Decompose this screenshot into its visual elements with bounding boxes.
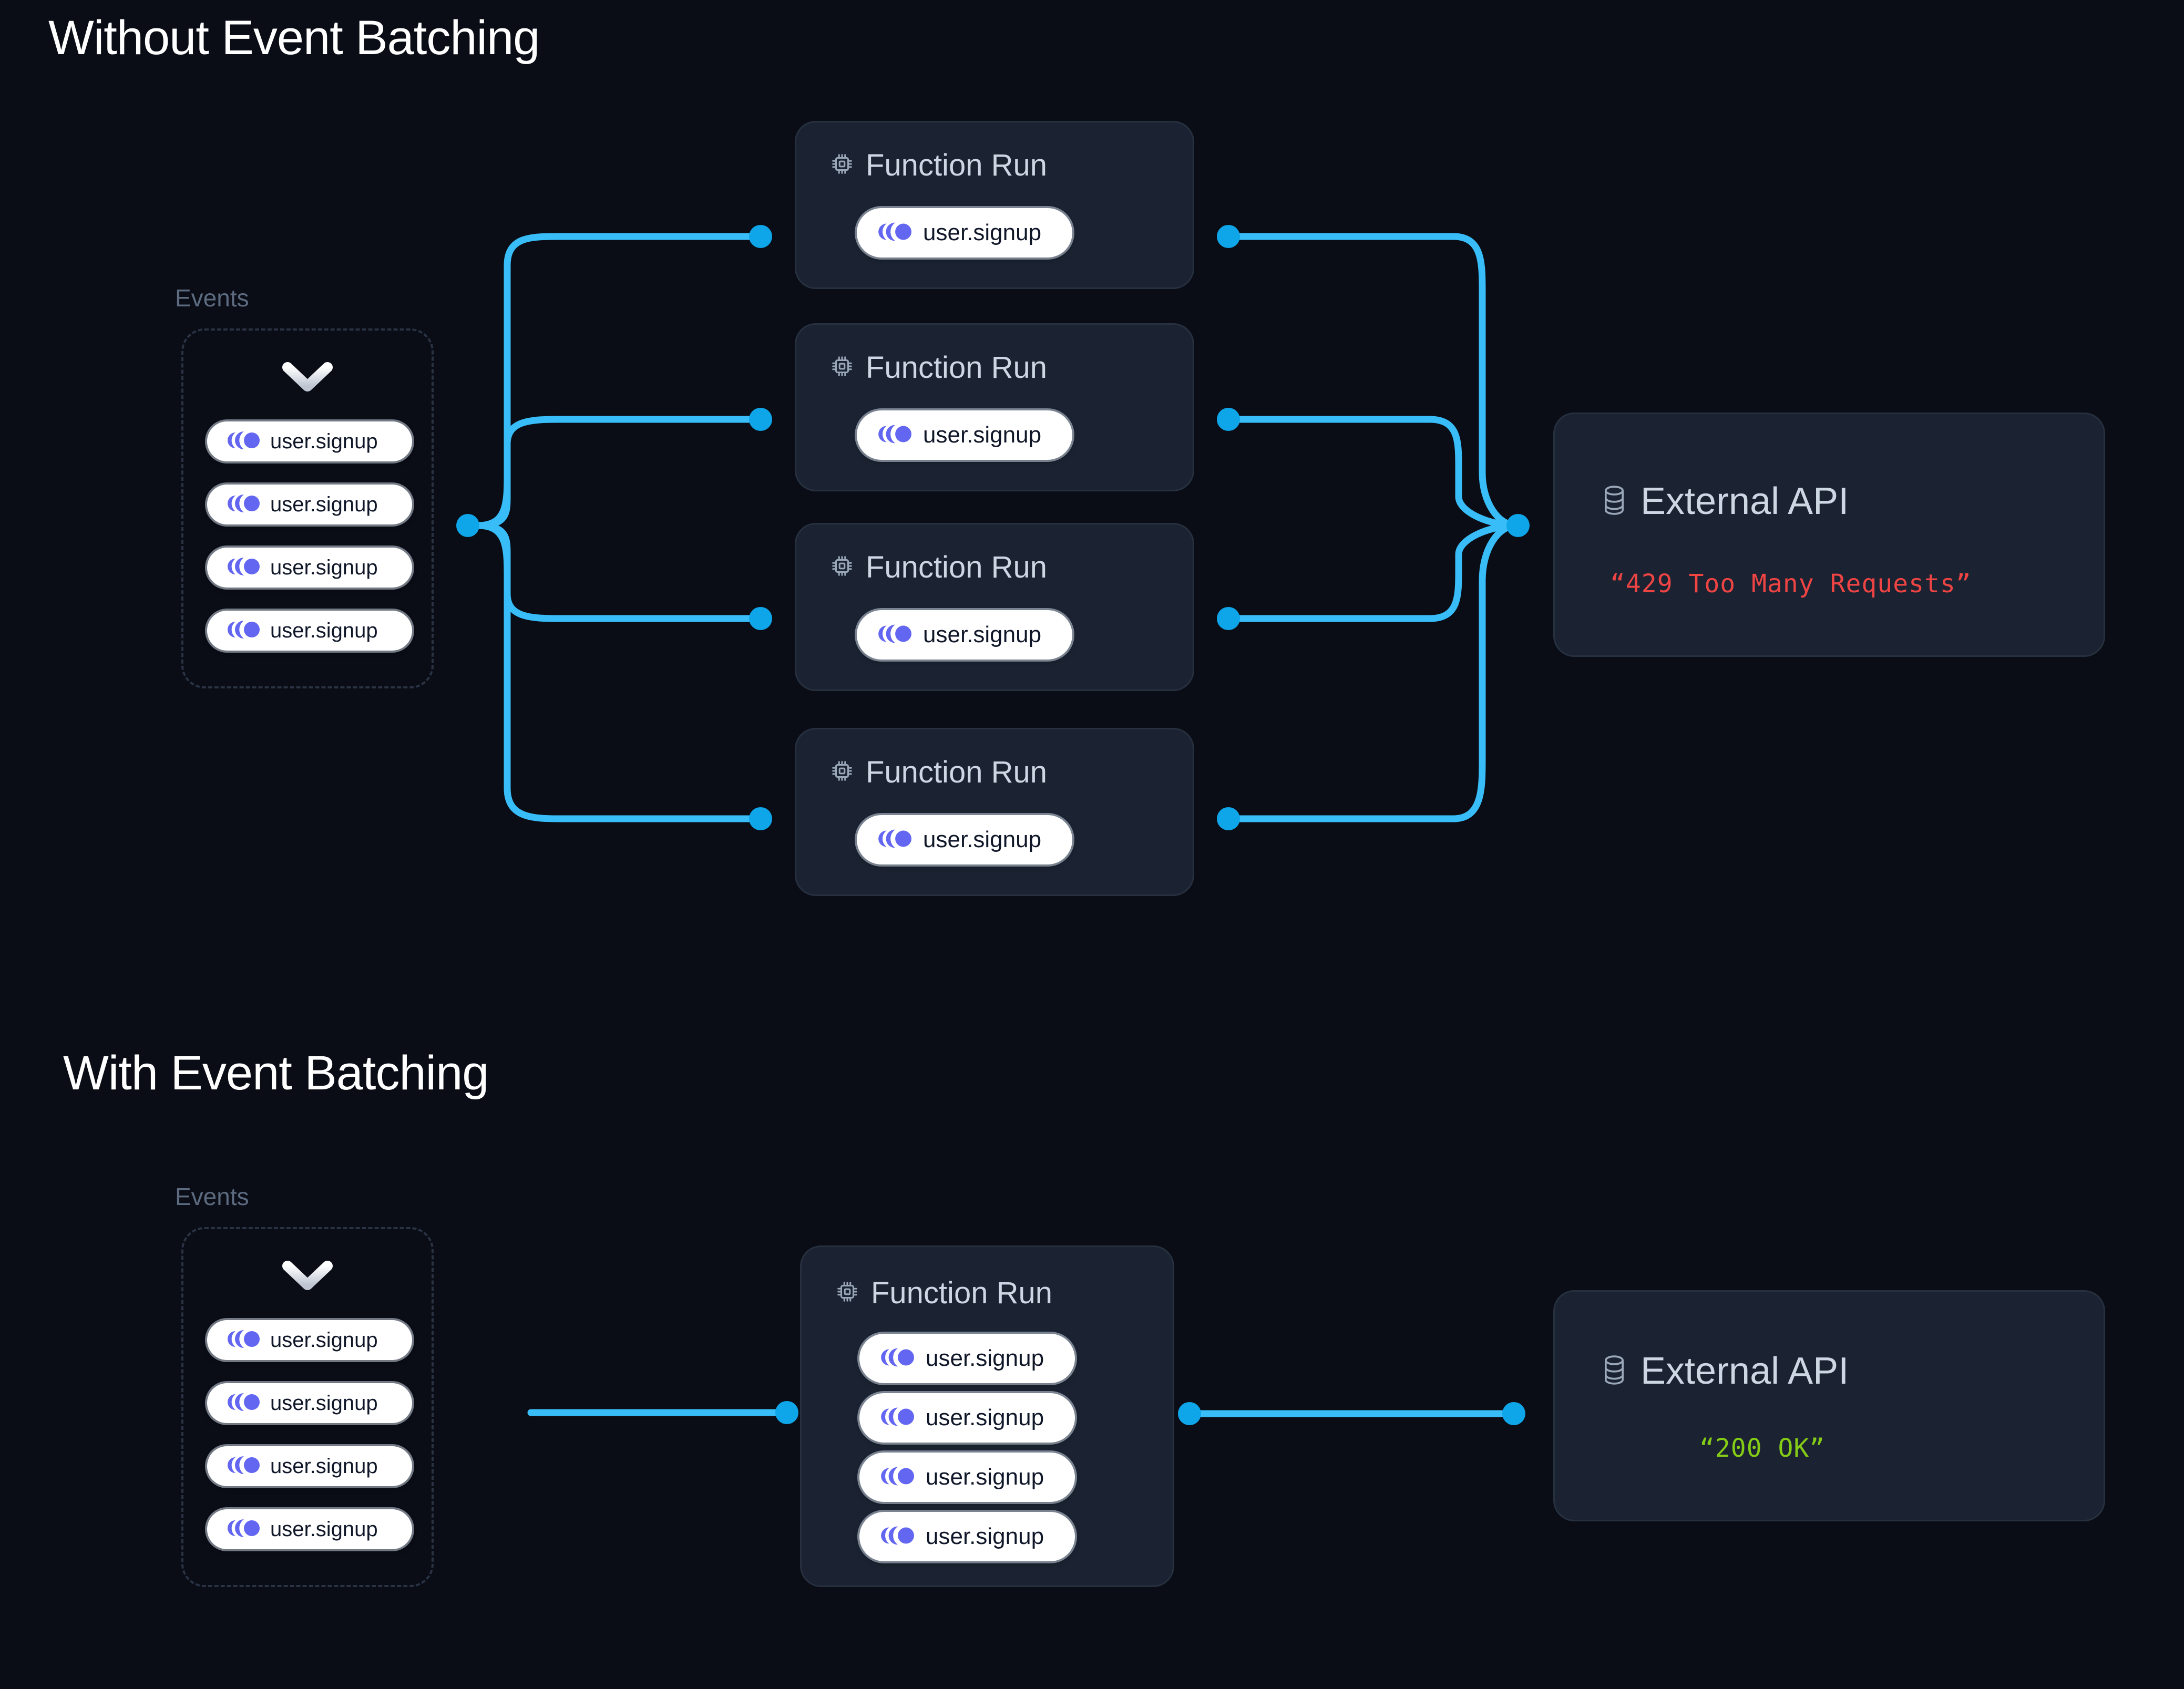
function-run-card[interactable]: Function Run user.signup [795, 523, 1194, 691]
function-run-card[interactable]: Function Run user.signup user.signup [800, 1245, 1174, 1587]
wire-endpoint-dot [749, 225, 772, 248]
function-run-card[interactable]: Function Run user.signup [795, 728, 1194, 896]
cpu-chip-icon [830, 759, 854, 786]
events-caption-top: Events [175, 284, 249, 312]
external-api-card[interactable]: External API “200 OK” [1553, 1290, 2105, 1521]
external-api-title: External API [1640, 1350, 1849, 1392]
event-pulse-icon [225, 618, 260, 644]
event-pill[interactable]: user.signup [207, 485, 412, 524]
function-run-header: Function Run [830, 550, 1047, 585]
wire-endpoint-dot [1217, 607, 1240, 630]
event-pill-label: user.signup [926, 1405, 1044, 1430]
events-group-top: user.signup user.signup user.signup [181, 328, 434, 688]
function-run-header: Function Run [830, 755, 1047, 790]
event-pulse-icon [225, 1327, 260, 1353]
event-pill-label: user.signup [926, 1464, 1044, 1490]
event-pill[interactable]: user.signup [859, 1512, 1075, 1561]
event-pulse-icon [225, 1454, 260, 1479]
function-run-title: Function Run [866, 755, 1047, 789]
event-pill[interactable]: user.signup [857, 208, 1072, 258]
event-pill-label: user.signup [923, 220, 1042, 245]
event-pulse-icon [225, 1517, 260, 1542]
event-pill-label: user.signup [270, 1454, 378, 1478]
function-run-title: Function Run [866, 148, 1047, 182]
wire-endpoint-dot [1502, 1402, 1525, 1425]
chevron-down-icon [282, 1260, 333, 1295]
event-pill-label: user.signup [923, 827, 1042, 852]
event-pill[interactable]: user.signup [207, 548, 412, 588]
event-pulse-icon [876, 827, 911, 853]
cpu-chip-icon [830, 152, 854, 179]
wire-endpoint-dot [1178, 1402, 1201, 1425]
event-pill-label: user.signup [270, 429, 378, 453]
function-run-title: Function Run [866, 351, 1047, 385]
event-pill[interactable]: user.signup [857, 610, 1072, 660]
event-pill-label: user.signup [270, 1328, 378, 1352]
status-badge: “200 OK” [1699, 1434, 1826, 1463]
cpu-chip-icon [830, 554, 854, 581]
event-pulse-icon [878, 1523, 914, 1550]
event-pill[interactable]: user.signup [207, 1320, 412, 1360]
event-pulse-icon [878, 1405, 914, 1431]
function-run-title: Function Run [866, 550, 1047, 584]
event-pulse-icon [225, 492, 260, 518]
event-pulse-icon [225, 555, 260, 581]
event-pill[interactable]: user.signup [859, 1393, 1075, 1443]
event-pill-label: user.signup [270, 555, 378, 579]
event-pill-label: user.signup [923, 422, 1042, 448]
wire-endpoint-dot [1217, 408, 1240, 431]
event-pill[interactable]: user.signup [207, 1446, 412, 1486]
event-pill[interactable]: user.signup [207, 421, 412, 461]
wire-endpoint-dot [1217, 807, 1240, 830]
function-run-header: Function Run [830, 148, 1047, 183]
wire-endpoint-dot [749, 607, 772, 630]
wire-endpoint-dot [775, 1401, 798, 1424]
event-pulse-icon [225, 429, 260, 455]
event-pill[interactable]: user.signup [857, 815, 1072, 864]
function-run-card[interactable]: Function Run user.signup [795, 323, 1194, 491]
event-pill-label: user.signup [270, 619, 378, 642]
wire-endpoint-dot [749, 807, 772, 830]
function-run-title: Function Run [871, 1276, 1052, 1310]
external-api-card[interactable]: External API “429 Too Many Requests” [1553, 413, 2105, 657]
external-api-title: External API [1640, 480, 1849, 522]
event-pill[interactable]: user.signup [857, 410, 1072, 460]
external-api-header: External API [1599, 480, 1849, 523]
event-pill-label: user.signup [926, 1523, 1044, 1549]
wire-hub-dot [1506, 514, 1530, 537]
event-pulse-icon [225, 1391, 260, 1416]
wire-endpoint-dot [1217, 225, 1240, 248]
event-pulse-icon [878, 1464, 914, 1491]
event-pill[interactable]: user.signup [207, 611, 412, 651]
external-api-header: External API [1599, 1350, 1849, 1393]
event-pulse-icon [876, 622, 911, 648]
database-icon [1599, 485, 1629, 519]
event-pulse-icon [876, 422, 911, 449]
event-pill[interactable]: user.signup [207, 1383, 412, 1423]
database-icon [1599, 1354, 1629, 1388]
event-pulse-icon [876, 220, 911, 246]
event-pill-label: user.signup [270, 492, 378, 516]
event-pill-label: user.signup [270, 1391, 378, 1415]
status-badge: “429 Too Many Requests” [1610, 569, 1972, 599]
events-group-bottom: user.signup user.signup user.signup [181, 1227, 434, 1587]
event-pulse-icon [878, 1345, 914, 1372]
event-pill[interactable]: user.signup [207, 1509, 412, 1549]
chevron-down-icon [282, 361, 333, 396]
cpu-chip-icon [835, 1280, 859, 1306]
section-title-without-batching: Without Event Batching [48, 11, 540, 65]
wire-endpoint-dot [749, 408, 772, 431]
event-pill-label: user.signup [926, 1345, 1044, 1371]
function-run-header: Function Run [830, 350, 1047, 385]
section-title-with-batching: With Event Batching [63, 1046, 489, 1100]
event-pill[interactable]: user.signup [859, 1453, 1075, 1502]
event-pill[interactable]: user.signup [859, 1334, 1075, 1383]
wire-hub-dot [456, 514, 479, 537]
cpu-chip-icon [830, 354, 854, 381]
function-run-header: Function Run [835, 1275, 1052, 1311]
function-run-card[interactable]: Function Run user.signup [795, 121, 1194, 289]
event-pill-label: user.signup [923, 622, 1042, 647]
events-caption-bottom: Events [175, 1183, 249, 1210]
event-pill-label: user.signup [270, 1517, 378, 1541]
